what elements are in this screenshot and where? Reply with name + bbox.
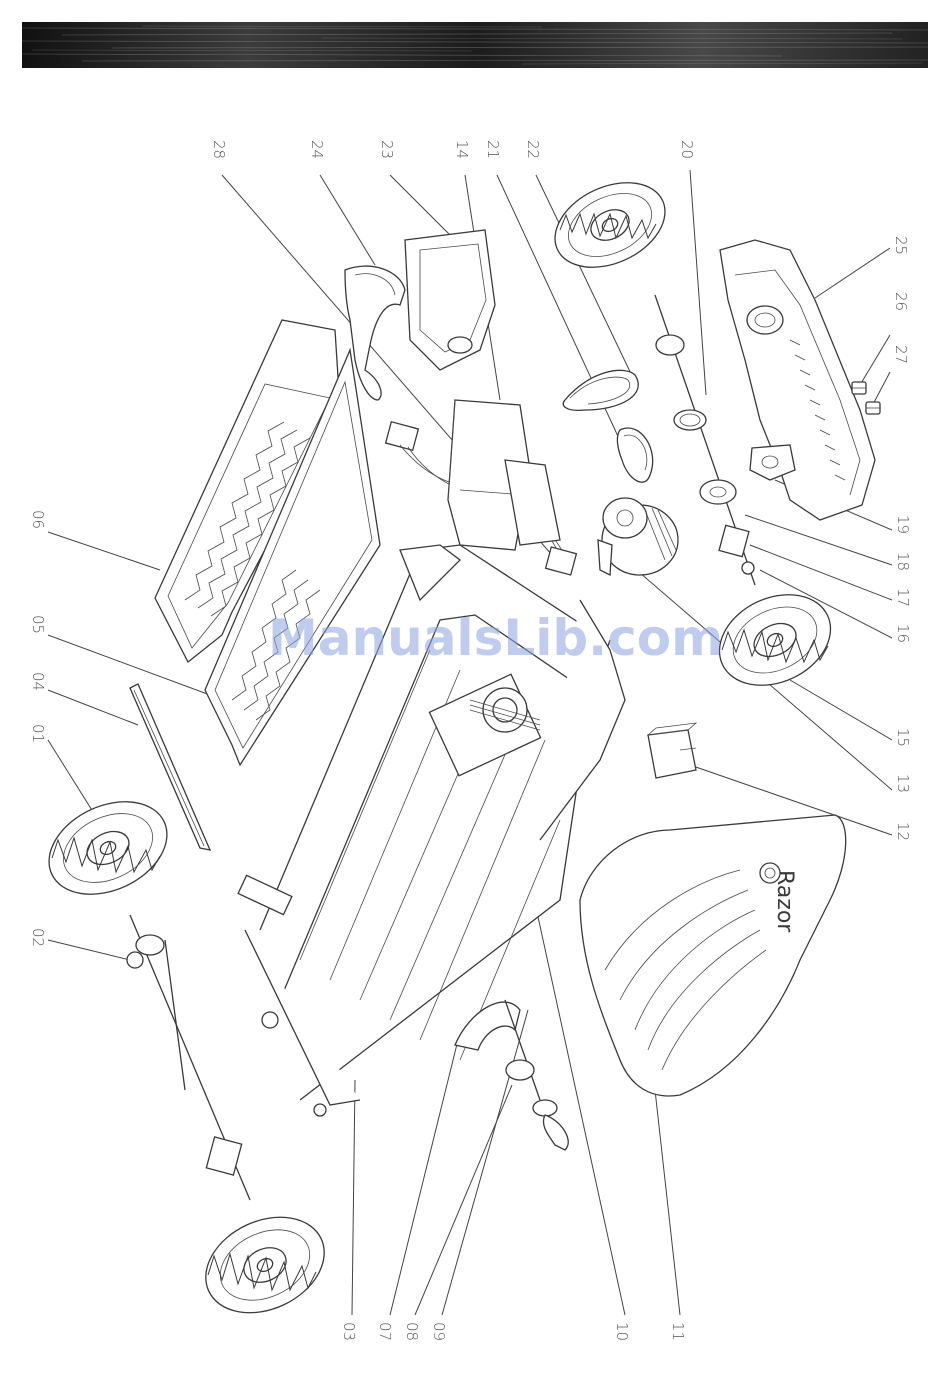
front-axle-02	[127, 915, 250, 1200]
part-label-20: 20	[678, 140, 696, 159]
seat-11: Razor	[580, 815, 846, 1096]
part-label-27: 27	[892, 345, 910, 364]
rear-wheel-top	[541, 166, 678, 284]
part-label-04: 04	[29, 672, 47, 691]
part-label-08: 08	[403, 1322, 421, 1341]
part-label-07: 07	[376, 1322, 394, 1341]
part-label-14: 14	[453, 140, 471, 159]
battery-cover-23	[405, 230, 495, 370]
fitting-26	[852, 382, 866, 394]
part-label-09: 09	[430, 1322, 448, 1341]
front-wheel-bottom	[190, 1199, 340, 1331]
part-label-26: 26	[892, 292, 910, 311]
controller-12	[648, 723, 696, 778]
part-label-19: 19	[894, 515, 912, 534]
rear-wheel-15	[705, 577, 846, 702]
part-label-16: 16	[894, 624, 912, 643]
steering-07	[455, 1002, 520, 1050]
part-label-10: 10	[613, 1322, 631, 1341]
part-label-11: 11	[669, 1322, 687, 1341]
motor-13	[598, 498, 678, 575]
part-label-06: 06	[29, 510, 47, 529]
part-label-22: 22	[524, 140, 542, 159]
part-label-23: 23	[378, 140, 396, 159]
part-label-15: 15	[894, 728, 912, 747]
part-label-13: 13	[894, 774, 912, 793]
part-label-03: 03	[340, 1322, 358, 1341]
part-label-12: 12	[894, 822, 912, 841]
rear-body-25	[720, 240, 875, 520]
part-label-01: 01	[29, 724, 47, 743]
chain-21	[617, 428, 652, 482]
part-label-28: 28	[210, 140, 228, 159]
part-label-24: 24	[308, 140, 326, 159]
part-label-18: 18	[894, 552, 912, 571]
part-label-02: 02	[29, 928, 47, 947]
steering-09	[543, 1115, 568, 1150]
battery-14	[448, 400, 560, 550]
part-label-25: 25	[892, 236, 910, 255]
watermark: ManualsLib.com	[268, 609, 723, 667]
part-label-21: 21	[484, 140, 502, 159]
chain-22	[563, 370, 638, 410]
part-label-17: 17	[894, 588, 912, 607]
front-wheel-01	[34, 784, 182, 913]
fitting-27	[866, 402, 880, 414]
part-label-05: 05	[29, 615, 47, 634]
